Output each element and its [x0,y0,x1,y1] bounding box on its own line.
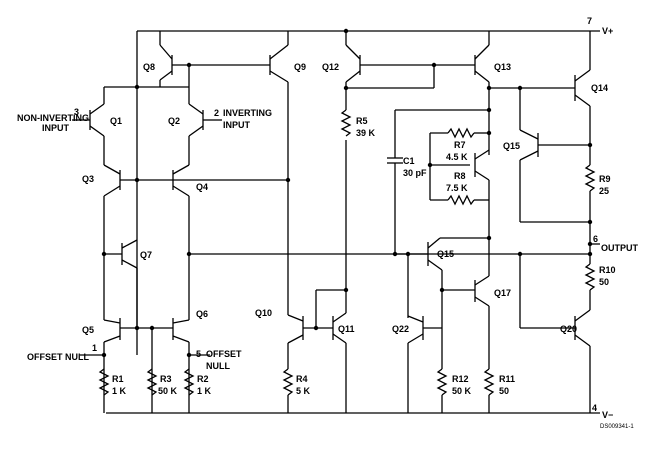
pin-3: 3 [74,107,79,117]
value-r2: 1 K [197,386,212,396]
label-q12: Q12 [322,62,339,72]
r11-resistor [483,365,495,413]
q9-transistor [189,31,289,315]
label-q8: Q8 [143,62,155,72]
value-c1: 30 pF [403,168,427,178]
external-leads [72,119,222,358]
value-r12: 50 K [452,386,472,396]
q22-transistor [407,315,442,413]
label-q13: Q13 [494,62,511,72]
label-r3: R3 [160,374,172,384]
label-q11: Q11 [338,324,355,334]
label-r8: R8 [454,171,466,181]
pin-7: 7 [587,16,592,26]
value-r7: 4.5 K [446,152,468,162]
non-inverting-input-label-1: NON-INVERTING [17,113,89,123]
v-plus-label: V+ [602,26,613,36]
label-q15-upper: Q15 [503,141,520,151]
label-c1: C1 [403,156,415,166]
bias-network [387,110,492,413]
label-r7: R7 [454,140,466,150]
label-r11: R11 [499,374,515,384]
q7-transistor [104,239,138,328]
input-stage [80,84,590,413]
q16-vbe-transistor [474,149,490,238]
bottom-resistors [98,109,495,413]
label-q1: Q1 [110,116,122,126]
label-q7: Q7 [140,250,152,260]
v-minus-label: V− [602,410,613,420]
document-id: DS009341-1 [600,424,634,430]
inverting-input-label-1: INVERTING [223,108,272,118]
q11-transistor [332,140,347,365]
c1-capacitor [387,110,403,254]
label-r4: R4 [296,374,308,384]
q8-transistor [159,31,189,87]
inverting-input-label-2: INPUT [223,120,251,130]
output-label: OUTPUT [601,243,639,253]
value-r4: 5 K [296,386,311,396]
offset-null-1-label: OFFSET NULL [27,352,89,362]
label-q15-lower: Q15 [437,249,454,259]
label-q14: Q14 [591,83,608,93]
label-r12: R12 [452,374,469,384]
non-inverting-input-label-2: INPUT [42,123,70,133]
value-r8: 7.5 K [446,183,468,193]
pin-6: 6 [593,234,598,244]
label-r2: R2 [197,374,209,384]
q17-transistor [442,238,490,365]
q15-lower-transistor [395,237,443,365]
label-q20: Q20 [560,324,577,334]
output-stage [395,31,600,350]
value-r3: 50 K [158,386,178,396]
r3-resistor [146,368,158,396]
offset-null-5-label-1: OFFSET [206,349,242,359]
value-r9: 25 [599,186,609,196]
value-r11: 50 [499,386,509,396]
q1-transistor [80,87,105,165]
q13-transistor [434,31,490,155]
label-q6: Q6 [196,309,208,319]
label-q10: Q10 [255,308,272,318]
label-r5: R5 [356,116,368,126]
offset-null-5-label-2: NULL [206,361,230,371]
label-q2: Q2 [168,116,180,126]
label-q22: Q22 [392,324,409,334]
r1-resistor [98,368,110,396]
q2-transistor [188,87,212,165]
q15-upper-transistor [519,88,590,222]
value-r5: 39 K [356,128,376,138]
value-r1: 1 K [112,386,127,396]
r2-resistor [183,368,195,396]
label-q17: Q17 [494,288,511,298]
label-r9: R9 [599,174,611,184]
label-r10: R10 [599,265,616,275]
q10-transistor [287,314,304,365]
r12-resistor [436,365,448,413]
label-q3: Q3 [82,174,94,184]
value-r10: 50 [599,277,609,287]
r10-resistor [584,254,596,310]
pin-1: 1 [92,343,97,353]
label-q5: Q5 [82,325,94,335]
q20-transistor [519,254,591,350]
label-q4: Q4 [196,182,208,192]
label-q9: Q9 [294,62,306,72]
pin-2: 2 [214,108,219,118]
current-mirror-stage [159,28,437,365]
q6-transistor [172,318,190,413]
q14-transistor [574,69,591,165]
pin-5: 5 [196,349,201,359]
r5-resistor [340,109,352,137]
q3-transistor [103,164,121,320]
r4-resistor [282,365,294,413]
pin-4: 4 [592,403,597,413]
q12-transistor [345,31,434,110]
q4-transistor [172,164,190,320]
label-r1: R1 [112,374,124,384]
q5-transistor [103,318,121,413]
